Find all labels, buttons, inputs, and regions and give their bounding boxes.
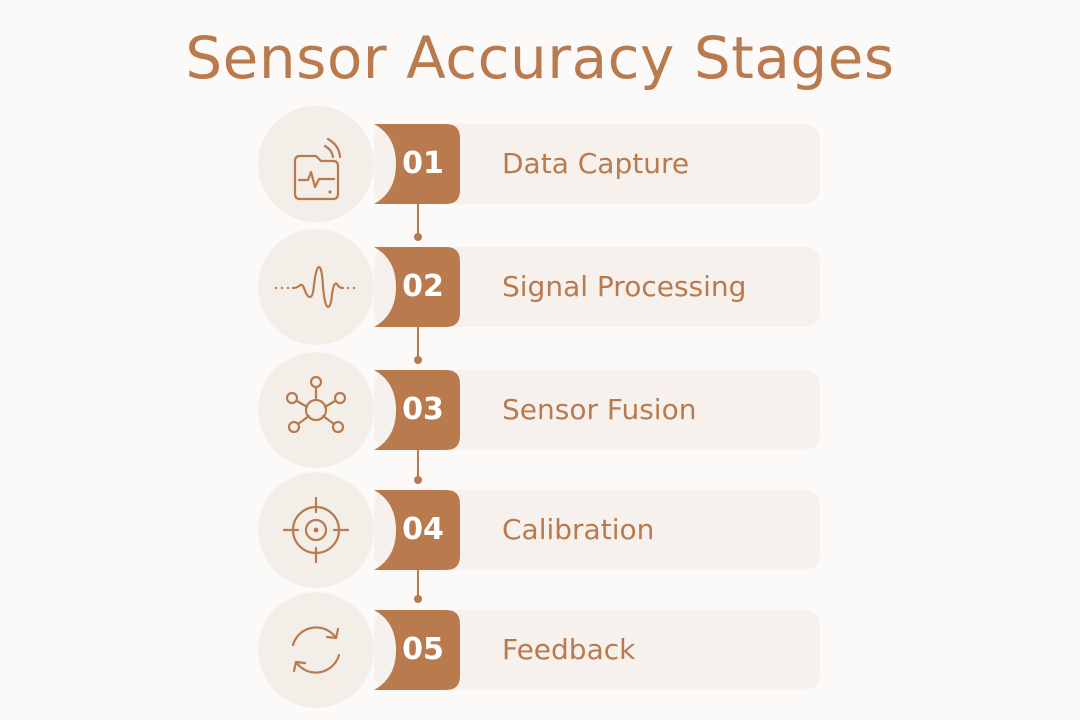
refresh-cycle-icon [291,626,341,674]
stage-number-4: 04 [402,512,444,547]
stage-icon-circle-1 [258,106,374,222]
stage-badge-3: 03 [374,370,460,450]
stage-connector-4 [414,570,422,603]
stage-icon-circle-5 [258,592,374,708]
stage-item-4: 04 Calibration [258,472,822,588]
stage-badge-5: 05 [374,610,460,690]
stage-label-5: Feedback [502,633,636,666]
stage-item-5: 05 Feedback [258,592,822,708]
sensor-device-icon [293,137,342,201]
stage-badge-1: 01 [374,124,460,204]
stage-label-2: Signal Processing [502,270,747,303]
stage-connector-1 [414,204,422,241]
stage-label-1: Data Capture [502,147,690,180]
stage-number-3: 03 [402,392,444,427]
stage-connector-3 [414,450,422,484]
stage-number-2: 02 [402,269,444,304]
stage-item-3: 03 Sensor Fusion [258,352,822,468]
crosshair-target-icon [282,496,350,564]
stage-item-1: 01 Data Capture [258,106,822,222]
stage-number-1: 01 [402,146,444,181]
stage-icon-circle-3 [258,352,374,468]
stage-icon-circle-2 [258,229,374,345]
page-title: Sensor Accuracy Stages [185,24,895,92]
network-nodes-icon [285,375,347,434]
stage-label-3: Sensor Fusion [502,393,697,426]
waveform-icon [274,265,356,309]
stage-label-4: Calibration [502,513,655,546]
stage-item-2: 02 Signal Processing [258,229,822,345]
stage-badge-2: 02 [374,247,460,327]
stage-badge-4: 04 [374,490,460,570]
stage-number-5: 05 [402,632,444,667]
stage-icon-circle-4 [258,472,374,588]
stage-connector-2 [414,327,422,364]
